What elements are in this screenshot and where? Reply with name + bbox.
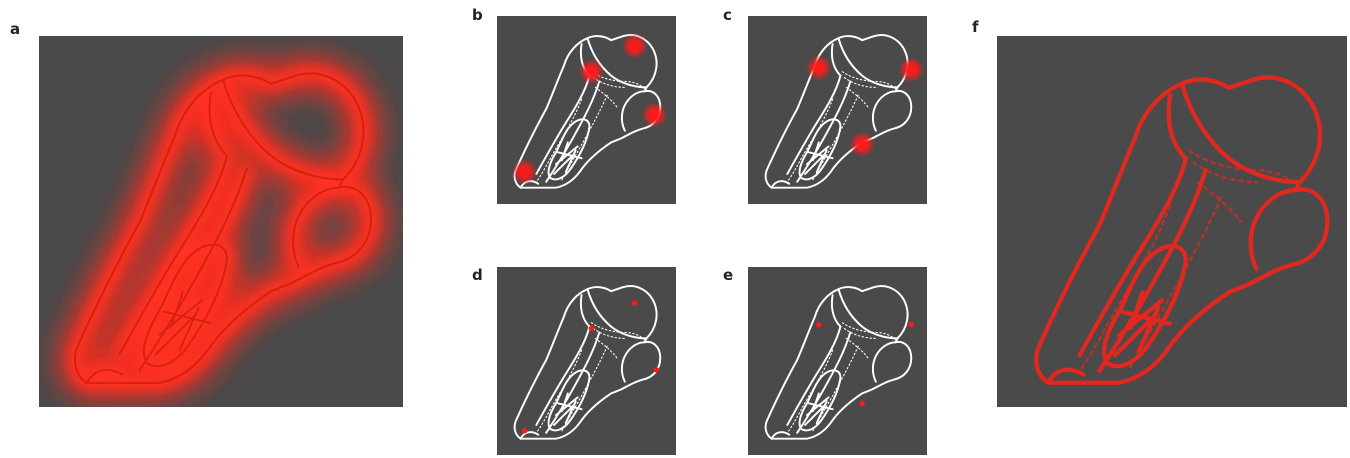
panel-c-label: c — [723, 6, 732, 24]
panel-f-label: f — [972, 18, 979, 36]
point-marker — [512, 159, 538, 185]
point-marker — [522, 428, 528, 434]
point-marker — [579, 59, 605, 85]
point-marker — [622, 33, 648, 59]
glove-red-outline — [997, 36, 1347, 407]
point-marker — [898, 57, 924, 83]
point-marker — [642, 102, 668, 128]
glove-outline-e — [748, 267, 927, 455]
point-marker — [849, 132, 875, 158]
panel-c-blurred-points — [748, 16, 927, 204]
glove-outline-c — [748, 16, 927, 204]
heatmap-glove — [39, 36, 403, 407]
point-marker — [632, 300, 638, 306]
panel-d-sharp-points — [497, 267, 676, 455]
point-marker — [589, 326, 595, 332]
panel-b-label: b — [472, 6, 483, 24]
point-marker — [909, 322, 915, 328]
panel-f-red-outline — [997, 36, 1347, 407]
glove-outline-d — [497, 267, 676, 455]
panel-a-heatmap — [39, 36, 403, 407]
panel-a-label: a — [10, 20, 20, 38]
panel-d-label: d — [472, 266, 483, 284]
point-marker — [859, 401, 865, 407]
panel-e-label: e — [723, 266, 733, 284]
panel-b-blurred-points — [497, 16, 676, 204]
point-marker — [806, 55, 832, 81]
point-marker — [654, 367, 660, 373]
panel-e-sharp-points — [748, 267, 927, 455]
glove-outline-b — [497, 16, 676, 204]
point-marker — [816, 322, 822, 328]
